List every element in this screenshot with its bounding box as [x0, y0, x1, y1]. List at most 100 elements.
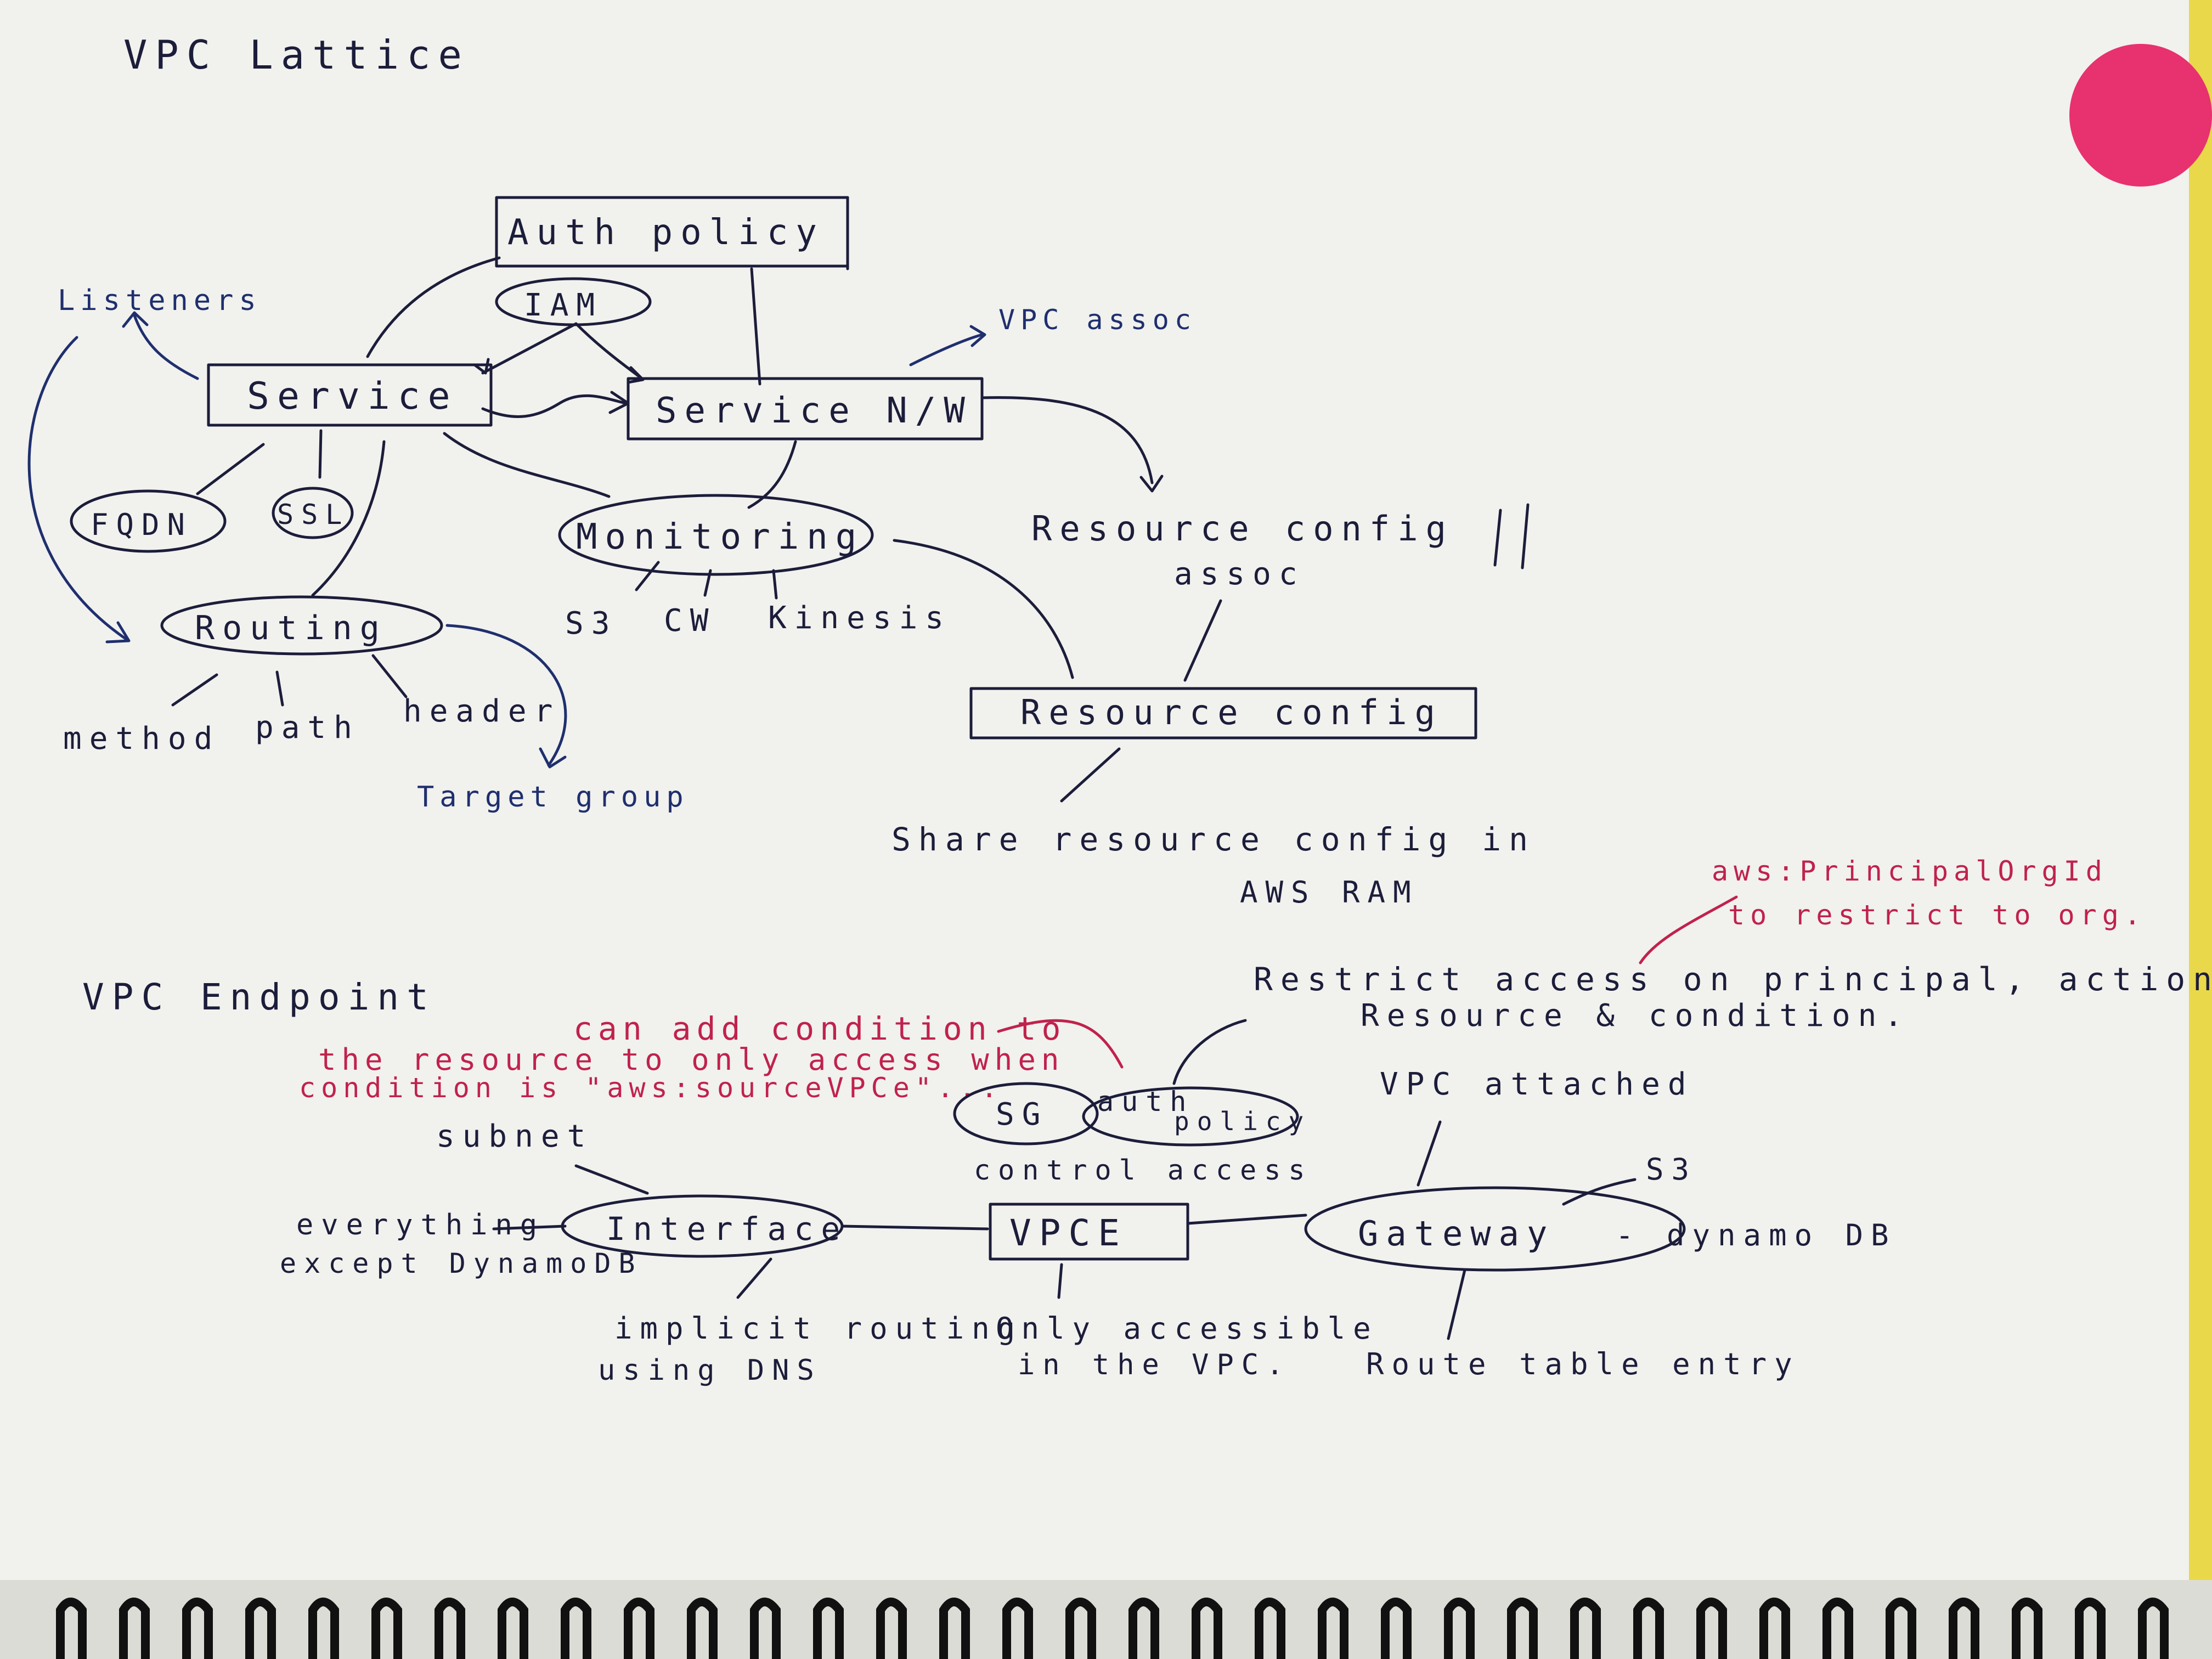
- routing-to-header-line: [371, 654, 408, 698]
- binding-ring: [939, 1598, 970, 1659]
- resource-config-to-share-line: [1060, 747, 1121, 803]
- monitoring-to-s3-line: [635, 561, 660, 591]
- binding-ring: [1507, 1598, 1538, 1659]
- listeners-to-routing-arrowhead: [105, 621, 131, 644]
- binding-ring: [1065, 1598, 1096, 1659]
- vpce-to-only-accessible-line: [1057, 1263, 1063, 1299]
- implicit-routing-line-1: implicit routing: [614, 1311, 1023, 1346]
- binding-ring: [371, 1598, 402, 1659]
- binding-ring: [1444, 1598, 1475, 1659]
- fqdn-label: FQDN: [91, 507, 193, 542]
- service-label: Service: [247, 375, 458, 418]
- sg-label: SG: [996, 1097, 1048, 1132]
- monitoring-label: Monitoring: [576, 517, 864, 557]
- routing-to-method-line: [171, 673, 218, 707]
- interface-label: Interface: [606, 1210, 848, 1248]
- servicenw-to-resource-config-assoc-arrowhead: [1139, 475, 1164, 493]
- double-bar-1: [1493, 509, 1502, 567]
- monitoring-ellipse: [558, 494, 874, 576]
- binding-ring: [2075, 1598, 2106, 1659]
- service-to-fqdn-line: [196, 443, 265, 495]
- service-to-listeners-line: [133, 314, 199, 380]
- red-note-line-2: the resource to only access when: [318, 1042, 1064, 1077]
- target-group-label: Target group: [417, 781, 689, 814]
- resource-config-assoc-label-2: assoc: [1174, 556, 1305, 592]
- policy-to-restrict-line: [1172, 1019, 1247, 1085]
- interface-to-implicit-routing-line: [736, 1257, 772, 1299]
- service-to-ssl-line: [318, 429, 323, 479]
- binding-ring: [687, 1598, 718, 1659]
- binding-ring: [1128, 1598, 1159, 1659]
- share-resource-config-label: Share resource config in: [891, 821, 1536, 858]
- servicenw-to-vpc-assoc-line: [909, 333, 984, 366]
- auth-policy-ellipse: [1082, 1086, 1299, 1147]
- binding-ring: [1633, 1598, 1664, 1659]
- binding-ring: [1192, 1598, 1222, 1659]
- auth-policy-label: Auth policy: [507, 212, 825, 253]
- resource-config-box: [969, 687, 1477, 740]
- service-network-box: [627, 377, 984, 441]
- double-bar-2: [1521, 503, 1530, 569]
- routing-method-label: method: [63, 721, 220, 757]
- iam-to-service-line: [481, 322, 578, 375]
- service-to-monitoring-line: [443, 432, 611, 498]
- implicit-routing-line-2: using DNS: [598, 1354, 822, 1387]
- routing-path-label: path: [255, 710, 360, 746]
- principal-note-line-2: to restrict to org.: [1728, 899, 2146, 931]
- gateway-label: Gateway: [1358, 1214, 1555, 1254]
- gateway-to-vpc-attached-line: [1417, 1120, 1442, 1187]
- routing-header-label: header: [403, 693, 560, 729]
- servicenw-to-resource-config-assoc-line: [980, 396, 1154, 484]
- binding-ring: [1822, 1598, 1853, 1659]
- everything-line-2: except DynamoDB: [280, 1248, 643, 1279]
- binding-ring: [498, 1598, 528, 1659]
- paper-sheet: [0, 0, 2189, 1580]
- endpoint-title: VPC Endpoint: [82, 976, 436, 1018]
- service-to-servicenw-arrowhead: [608, 391, 630, 414]
- service-to-routing-line: [311, 440, 386, 597]
- gateway-s3-label: S3: [1646, 1152, 1697, 1187]
- servicenw-to-vpc-assoc-arrowhead: [969, 325, 986, 347]
- listeners-to-routing-line: [27, 336, 128, 641]
- service-network-label: Service N/W: [656, 391, 973, 431]
- aws-ram-label: AWS RAM: [1240, 875, 1419, 910]
- principal-note-line-1: aws:PrincipalOrgId: [1712, 855, 2108, 887]
- subnet-label: subnet: [436, 1119, 593, 1154]
- principal-note-line: [1639, 895, 1738, 964]
- binding-ring: [1255, 1598, 1285, 1659]
- gateway-to-s3-line: [1562, 1178, 1637, 1206]
- red-note-line-3: condition is "aws:sourceVPCe"...: [299, 1072, 1003, 1104]
- service-to-servicenw-line: [481, 394, 627, 418]
- binding-ring: [561, 1598, 591, 1659]
- control-access-label: control access: [974, 1154, 1312, 1186]
- resource-config-label: Resource config: [1020, 692, 1443, 732]
- only-accessible-line-2: in the VPC.: [1018, 1348, 1291, 1381]
- listeners-label: Listeners: [58, 284, 262, 317]
- binding-ring: [1570, 1598, 1601, 1659]
- routing-to-target-group-arrowhead: [539, 747, 567, 769]
- monitoring-to-resource-config-line: [893, 539, 1074, 679]
- binding-ring: [1949, 1598, 1979, 1659]
- ssl-ellipse: [272, 487, 354, 539]
- red-note-to-policy-line: [997, 1019, 1124, 1069]
- restrict-access-line-1: Restrict access on principal, action,: [1254, 961, 2212, 998]
- page-edge: [2189, 0, 2212, 1580]
- fqdn-ellipse: [70, 489, 227, 553]
- routing-ellipse: [160, 595, 443, 656]
- monitoring-s3-label: S3: [565, 606, 617, 641]
- gateway-ellipse: [1304, 1186, 1686, 1272]
- binding-ring: [245, 1598, 276, 1659]
- interface-to-vpce-line: [840, 1224, 989, 1231]
- vpc-assoc-label: VPC assoc: [998, 304, 1197, 336]
- red-note-line-1: can add condition to: [573, 1010, 1066, 1047]
- binding-ring: [876, 1598, 907, 1659]
- binding-ring: [1002, 1598, 1033, 1659]
- binding-ring: [56, 1598, 87, 1659]
- binding-ring: [1381, 1598, 1412, 1659]
- routing-label: Routing: [195, 609, 387, 647]
- binding-ring: [182, 1598, 213, 1659]
- vpce-to-gateway-line: [1186, 1214, 1307, 1225]
- gateway-to-route-table-line: [1447, 1268, 1466, 1340]
- iam-label: IAM: [524, 287, 602, 323]
